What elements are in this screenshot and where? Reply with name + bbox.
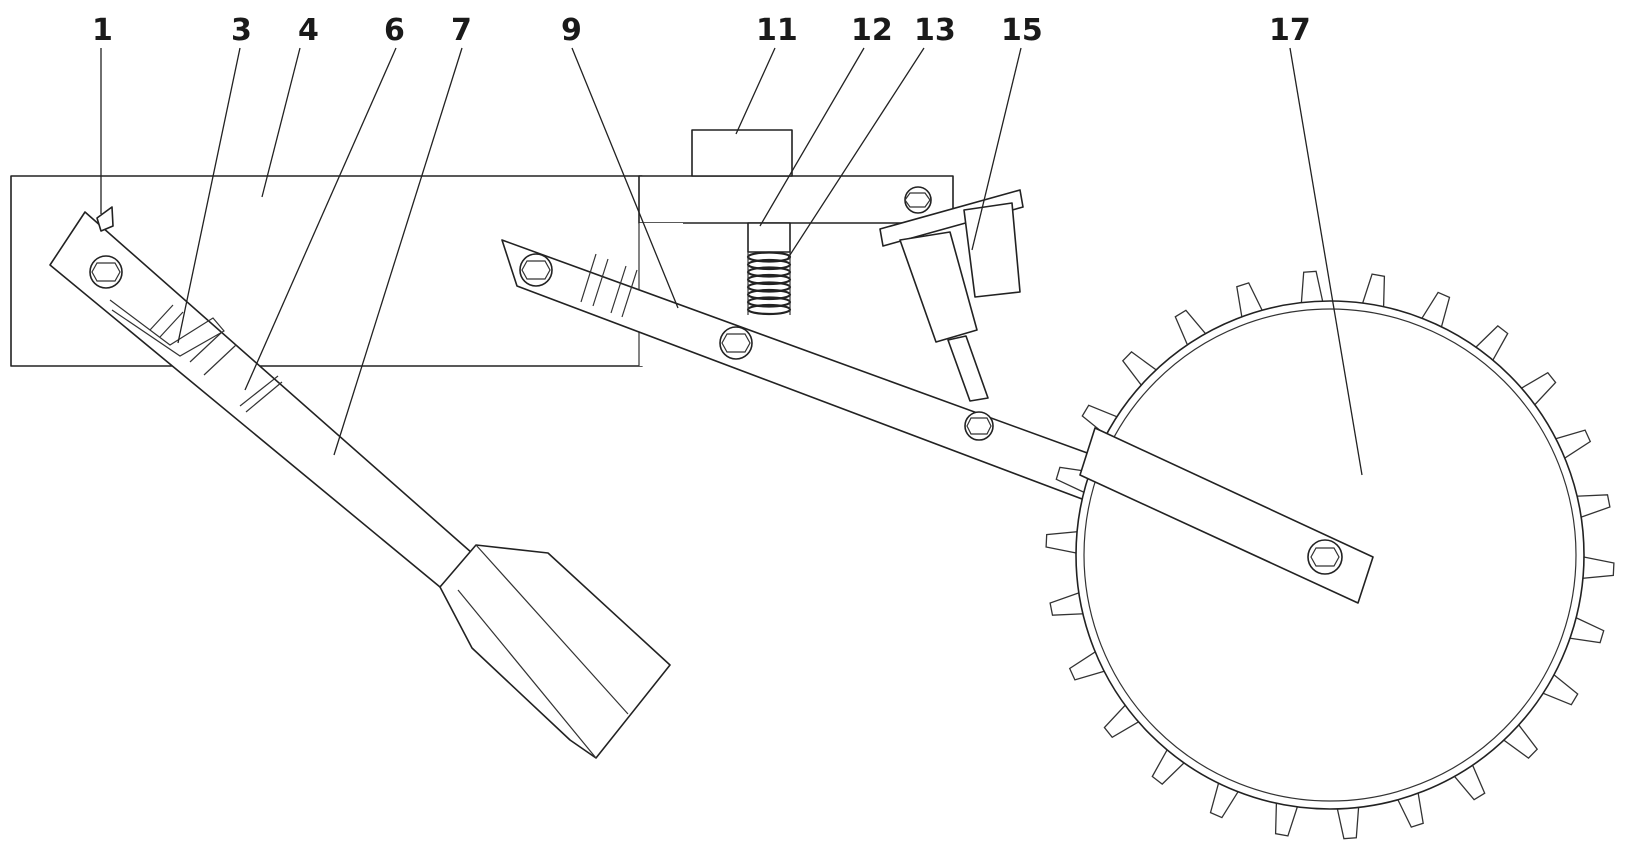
label-11: 11 — [756, 13, 798, 48]
label-13: 13 — [914, 13, 956, 48]
part-labels: 1 3 4 6 7 9 11 12 13 15 17 — [92, 13, 1311, 48]
spring-assembly — [748, 223, 790, 315]
label-4: 4 — [298, 13, 319, 48]
label-15: 15 — [1001, 13, 1043, 48]
label-7: 7 — [451, 13, 472, 48]
label-12: 12 — [851, 13, 893, 48]
label-3: 3 — [231, 13, 252, 48]
top-block — [692, 130, 792, 176]
label-1: 1 — [92, 13, 113, 48]
label-6: 6 — [384, 13, 405, 48]
label-17: 17 — [1269, 13, 1311, 48]
label-9: 9 — [561, 13, 582, 48]
